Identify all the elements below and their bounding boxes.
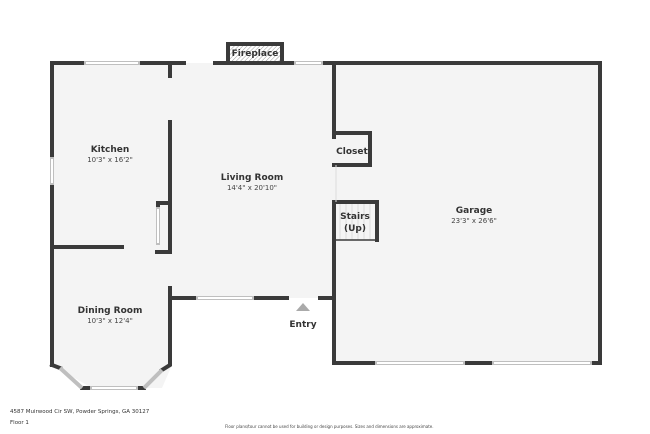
living-room-label: Living Room — [221, 173, 283, 183]
dining-room-label: Dining Room — [78, 306, 143, 316]
living-room-dims: 14'4" x 20'10" — [227, 184, 277, 192]
floor-label: Floor 1 — [10, 420, 29, 426]
entry-arrow-icon — [296, 303, 310, 311]
stairs-label: Stairs — [340, 212, 370, 222]
fireplace-label: Fireplace — [232, 49, 279, 59]
main-floor-area — [52, 63, 334, 388]
windows — [50, 61, 592, 390]
walls — [49, 61, 602, 390]
disclaimer: Floor plans/tour cannot be used for buil… — [225, 424, 434, 429]
closet-label: Closet — [336, 147, 368, 157]
kitchen-label: Kitchen — [91, 145, 130, 155]
stairs-treads — [334, 204, 377, 241]
address: 4587 Muirwood Cir SW, Powder Springs, GA… — [10, 409, 150, 415]
kitchen-dims: 10'3" x 16'2" — [87, 156, 133, 164]
dining-room-dims: 10'3" x 12'4" — [87, 317, 133, 325]
garage-dims: 23'3" x 26'6" — [451, 217, 497, 225]
stairs-direction: (Up) — [344, 224, 366, 234]
entry-label: Entry — [289, 320, 316, 330]
garage-label: Garage — [456, 206, 493, 216]
